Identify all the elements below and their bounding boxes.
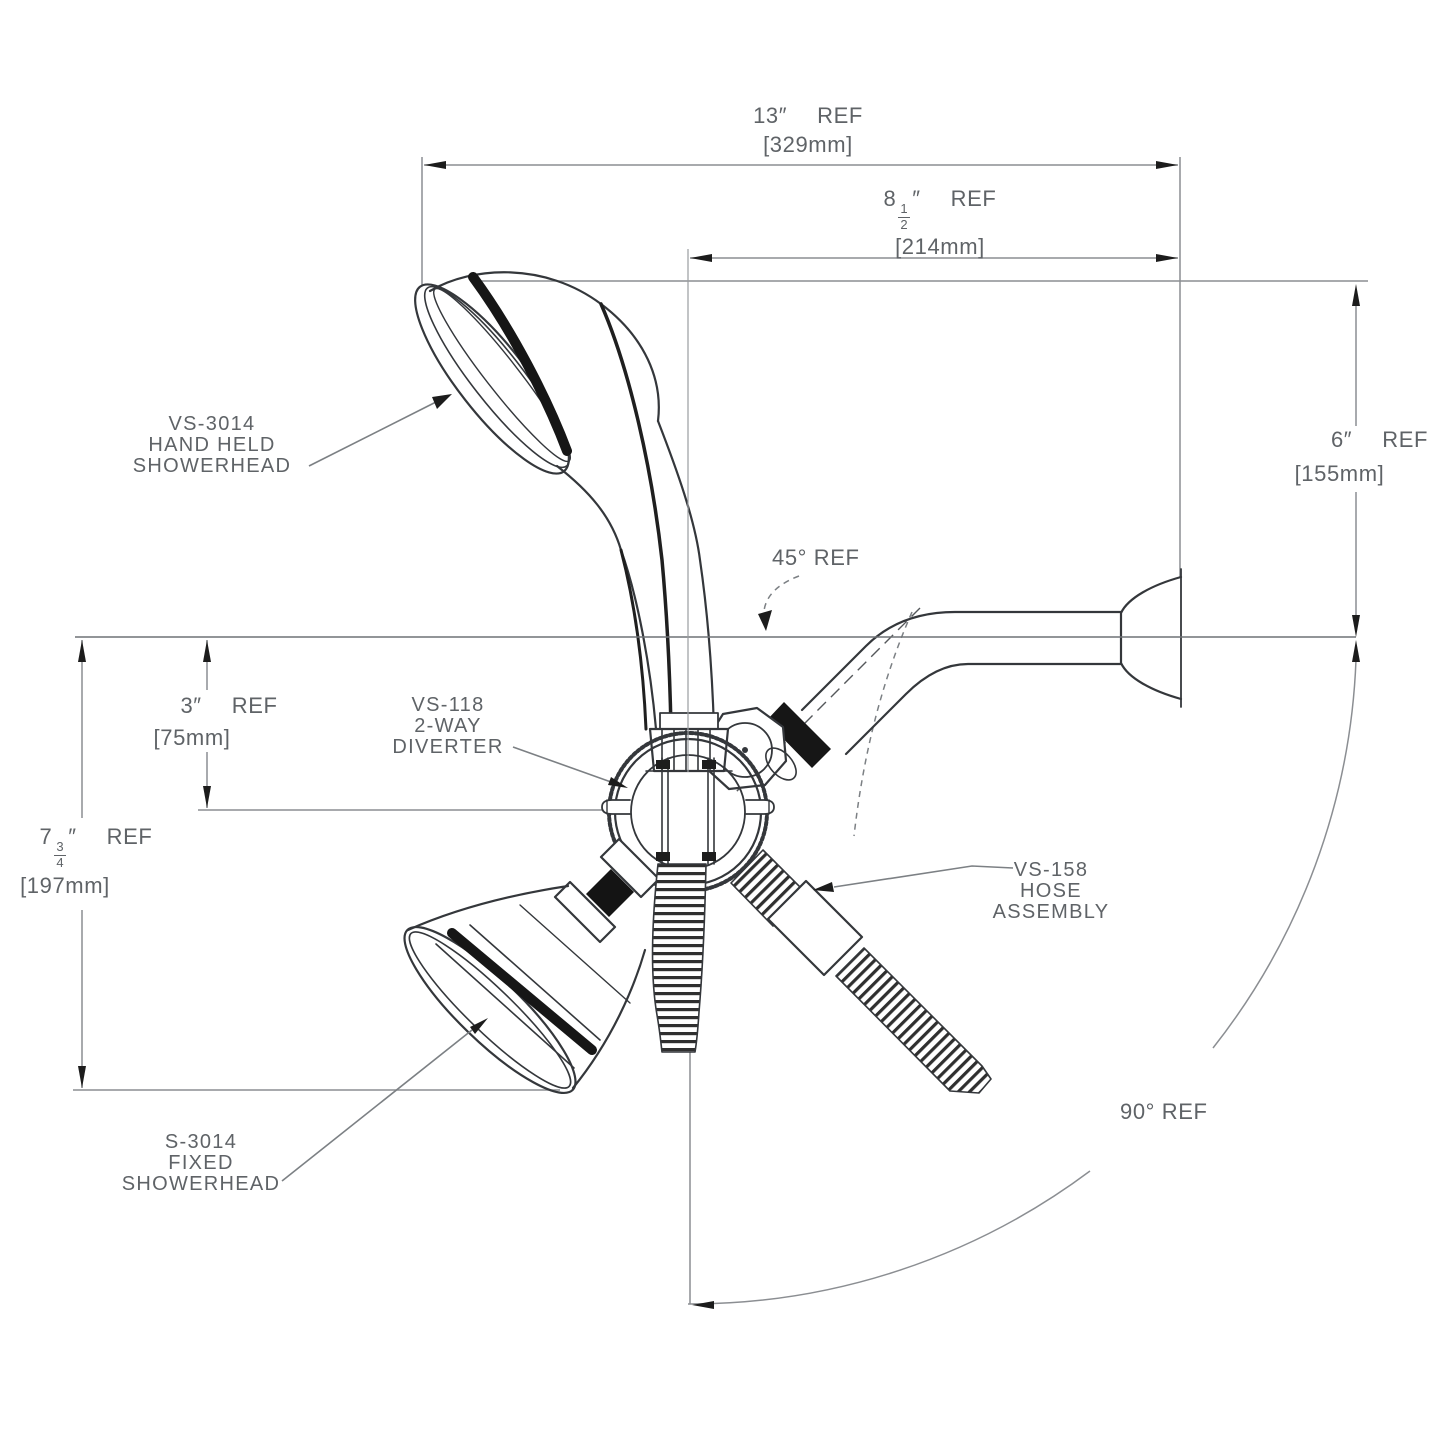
dim-6in-value: 6″ [1330, 427, 1353, 452]
dim-6in: 6″ REF [1312, 427, 1445, 453]
dim-3in-value: 3″ [180, 693, 202, 718]
dim-6in-mm: [155mm] [1294, 461, 1385, 486]
shower-arm [800, 568, 1183, 756]
label-fixed-line2: FIXED [168, 1152, 234, 1174]
label-hand-held-showerhead: VS-3014 HAND HELD SHOWERHEAD [103, 414, 321, 477]
label-hose-line1: VS-158 [1013, 859, 1089, 881]
dim-775-ref: REF [106, 824, 153, 849]
label-fixed-line1: S-3014 [164, 1131, 238, 1153]
label-diverter-line2: 2-WAY [414, 715, 482, 737]
label-diverter-line1: VS-118 [411, 694, 485, 716]
fixed-showerhead [403, 837, 661, 1095]
dim-8half-unit: ″ [912, 186, 921, 211]
dim-7threequarter-mm: [197mm] [20, 873, 110, 898]
dim-6in-ref: REF [1382, 427, 1429, 452]
dim-8half-whole: 8 [883, 186, 897, 211]
label-diverter-line3: DIVERTER [392, 736, 504, 758]
label-hand-held-line1: VS-3014 [168, 413, 256, 435]
dim-8half-mm: [214mm] [895, 234, 985, 260]
dim-13in: 13″ REF [329mm] [698, 103, 918, 158]
dim-13in-value: 13″ [753, 103, 788, 128]
dim-3in: 3″ REF [158, 693, 300, 719]
hose-assembly [651, 849, 992, 1094]
dim-13in-ref: REF [817, 103, 863, 128]
label-hose-line2: HOSE [1020, 880, 1082, 902]
label-diverter: VS-118 2-WAY DIVERTER [353, 695, 543, 758]
label-hose-assembly: VS-158 HOSE ASSEMBLY [958, 860, 1144, 923]
label-hand-held-line3: SHOWERHEAD [132, 455, 292, 477]
dim-775-unit: ″ [68, 824, 77, 849]
centerlines [75, 249, 1356, 772]
dim-3in-ref: REF [231, 693, 278, 718]
label-hand-held-line2: HAND HELD [148, 434, 276, 456]
arrowheads [78, 161, 1360, 1309]
leader-lines [281, 401, 1014, 1182]
hand-held-showerhead [414, 271, 733, 773]
dim-3in-mm: [75mm] [153, 725, 231, 750]
angle-90-label: 90° REF [1120, 1099, 1208, 1124]
label-fixed-showerhead: S-3014 FIXED SHOWERHEAD [98, 1132, 304, 1195]
dimension-lines [73, 157, 1368, 1305]
angle-45-label: 45° REF [772, 545, 860, 570]
product-drawing [403, 271, 1183, 1095]
dim-8half-ref: REF [950, 186, 997, 211]
label-fixed-line3: SHOWERHEAD [121, 1173, 281, 1195]
dim-775-whole: 7 [39, 824, 53, 849]
label-hose-line3: ASSEMBLY [992, 901, 1110, 923]
dim-13in-mm: [329mm] [763, 132, 853, 157]
